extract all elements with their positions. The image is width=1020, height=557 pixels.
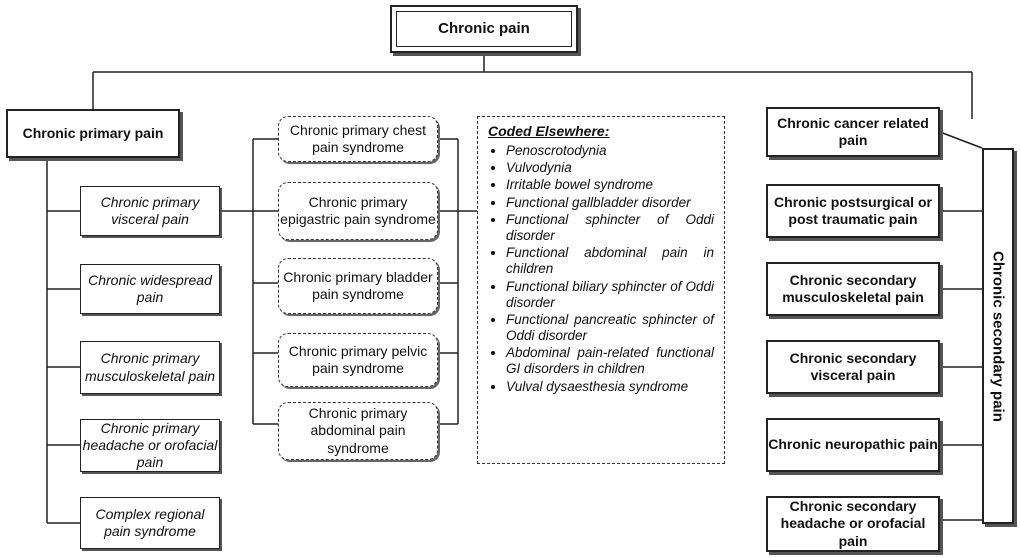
coded-elsewhere-list: Penoscrotodynia Vulvodynia Irritable bow… <box>488 143 714 395</box>
secondary-child-neuropathic: Chronic neuropathic pain <box>766 418 940 472</box>
syndrome-chest: Chronic primary chest pain syndrome <box>278 116 438 162</box>
secondary-child-label: Chronic secondary musculoskeletal pain <box>782 271 924 305</box>
coded-item: Functional abdominal pain in children <box>506 245 714 277</box>
chronic-primary-pain-node: Chronic primary pain <box>6 109 180 158</box>
coded-item: Vulvodynia <box>506 160 714 176</box>
secondary-child-label: Chronic secondary visceral pain <box>789 349 917 383</box>
primary-child-headache: Chronic primary headache or orofacial pa… <box>80 419 220 472</box>
primary-child-label: Complex regional pain syndrome <box>95 505 205 539</box>
syndrome-label: Chronic primary chest pain syndrome <box>289 121 427 155</box>
secondary-child-label: Chronic postsurgical or post traumatic p… <box>774 193 932 227</box>
secondary-child-label: Chronic cancer related pain <box>777 114 929 148</box>
chronic-secondary-pain-node: Chronic secondary pain <box>982 148 1014 524</box>
coded-item: Irritable bowel syndrome <box>506 177 714 193</box>
primary-child-musculoskeletal: Chronic primary musculoskeletal pain <box>80 341 220 394</box>
primary-child-visceral: Chronic primary visceral pain <box>80 186 220 236</box>
primary-child-widespread: Chronic widespread pain <box>80 264 220 314</box>
secondary-child-visceral: Chronic secondary visceral pain <box>766 340 940 394</box>
syndrome-epigastric: Chronic primary epigastric pain syndrome <box>278 182 438 240</box>
coded-item: Functional gallbladder disorder <box>506 195 714 211</box>
primary-child-complex-regional: Complex regional pain syndrome <box>80 497 220 549</box>
primary-child-label: Chronic primary musculoskeletal pain <box>85 350 215 384</box>
secondary-child-musculoskeletal: Chronic secondary musculoskeletal pain <box>766 262 940 316</box>
syndrome-bladder: Chronic primary bladder pain syndrome <box>278 258 438 314</box>
syndrome-label: Chronic primary abdominal pain syndrome <box>308 405 408 456</box>
coded-item: Penoscrotodynia <box>506 143 714 159</box>
chronic-primary-pain-label: Chronic primary pain <box>22 124 164 141</box>
coded-elsewhere-box: Coded Elsewhere: Penoscrotodynia Vulvody… <box>477 116 725 464</box>
syndrome-label: Chronic primary epigastric pain syndrome <box>280 193 436 227</box>
chronic-pain-node: Chronic pain <box>390 5 578 53</box>
secondary-child-label: Chronic neuropathic pain <box>768 436 938 453</box>
primary-child-label: Chronic primary visceral pain <box>100 193 200 227</box>
primary-child-label: Chronic primary headache or orofacial pa… <box>82 419 218 471</box>
secondary-child-headache: Chronic secondary headache or orofacial … <box>766 496 940 552</box>
secondary-child-cancer: Chronic cancer related pain <box>766 107 940 157</box>
chronic-secondary-pain-label: Chronic secondary pain <box>989 250 1007 422</box>
chronic-pain-label: Chronic pain <box>438 19 530 37</box>
primary-child-label: Chronic widespread pain <box>88 271 212 305</box>
secondary-child-label: Chronic secondary headache or orofacial … <box>780 498 926 549</box>
secondary-child-postsurgical: Chronic postsurgical or post traumatic p… <box>766 184 940 238</box>
coded-item: Functional pancreatic sphincter of Oddi … <box>506 312 714 344</box>
coded-item: Abdominal pain-related functional GI dis… <box>506 345 714 377</box>
coded-item: Functional biliary sphincter of Oddi dis… <box>506 279 714 311</box>
coded-item: Vulval dysaesthesia syndrome <box>506 379 714 395</box>
syndrome-label: Chronic primary bladder pain syndrome <box>283 268 433 302</box>
syndrome-pelvic: Chronic primary pelvic pain syndrome <box>278 333 438 387</box>
coded-elsewhere-title: Coded Elsewhere: <box>488 123 610 139</box>
syndrome-label: Chronic primary pelvic pain syndrome <box>288 342 428 376</box>
coded-item: Functional sphincter of Oddi disorder <box>506 212 714 244</box>
syndrome-abdominal: Chronic primary abdominal pain syndrome <box>278 402 438 460</box>
